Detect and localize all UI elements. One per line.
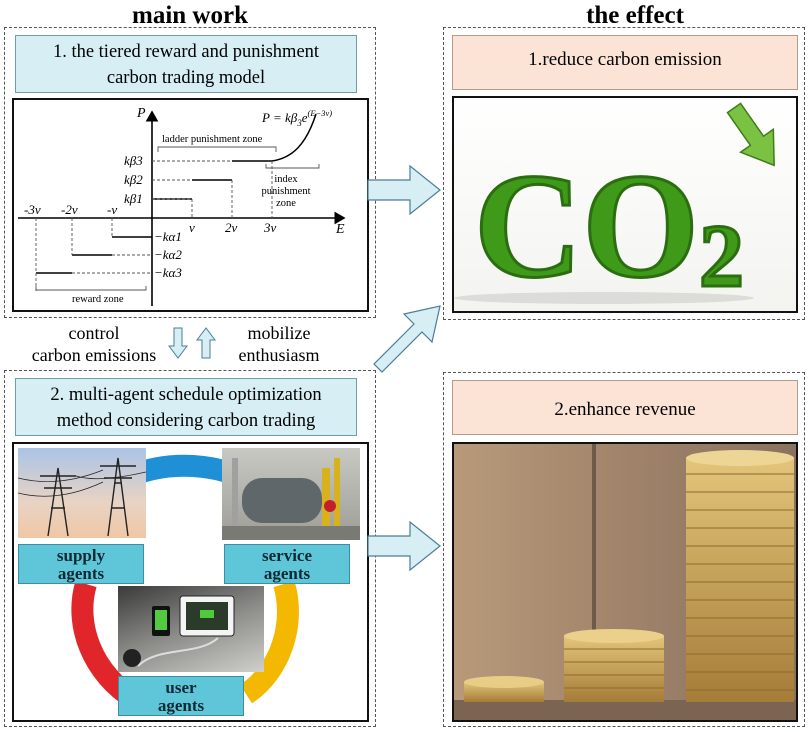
effect2-panel bbox=[443, 372, 805, 727]
model-title-box: 1. the tiered reward and punishment carb… bbox=[15, 35, 357, 93]
connector-arrow-lower bbox=[367, 520, 441, 572]
x-tick-neg-2v: -2v bbox=[61, 202, 78, 217]
index-zone-line3: zone bbox=[276, 198, 296, 209]
positive-guides bbox=[152, 160, 273, 218]
up-arrow-icon bbox=[196, 327, 216, 359]
diagonal-arrow-icon bbox=[373, 305, 441, 373]
co2-letters: CO2 bbox=[474, 143, 744, 309]
tiered-model-svg: P E ladder punishment zone bbox=[18, 106, 346, 306]
cycle-arc-yellow bbox=[239, 580, 299, 704]
reward-zone-bracket bbox=[35, 286, 147, 291]
effect1-panel bbox=[443, 27, 805, 320]
coins-image-frame bbox=[452, 442, 798, 722]
model-title-line2: carbon trading model bbox=[106, 68, 266, 88]
coin-stack-small bbox=[464, 676, 544, 702]
tiered-model-graph: P E ladder punishment zone bbox=[12, 98, 369, 312]
mobilize-enthusiasm-label: mobilize enthusiasm bbox=[238, 323, 320, 365]
reward-zone-label: reward zone bbox=[72, 294, 124, 305]
exp-curve bbox=[271, 113, 317, 162]
index-zone-bracket bbox=[265, 164, 320, 169]
down-arrow-icon bbox=[168, 327, 188, 359]
schedule-title-line1: 2. multi-agent schedule optimization bbox=[50, 385, 322, 405]
model-panel bbox=[4, 27, 376, 318]
x-tick-neg-3v: -3v bbox=[24, 202, 41, 217]
y-label-kbeta1: kβ1 bbox=[124, 191, 143, 206]
effect1-title: 1.reduce carbon emission bbox=[528, 49, 722, 70]
model-title-line1: 1. the tiered reward and punishment bbox=[52, 42, 320, 62]
connector-arrows-upper bbox=[367, 164, 441, 373]
y-label-kalpha3: −kα3 bbox=[154, 265, 182, 280]
schedule-title-line2: method considering carbon trading bbox=[56, 411, 316, 431]
y-label-kalpha1: −kα1 bbox=[154, 229, 182, 244]
transmission-tower-image bbox=[18, 448, 146, 538]
coin-stack-tall bbox=[686, 450, 794, 702]
x-tick-3v: 3v bbox=[263, 220, 277, 235]
co2-image-frame: CO2 bbox=[452, 96, 798, 313]
ladder-zone-bracket bbox=[157, 146, 277, 152]
feedback-arrows bbox=[168, 327, 216, 359]
device-charging-image bbox=[118, 586, 264, 672]
coin-stacks-icon bbox=[454, 444, 796, 720]
ladder-zone-label: ladder punishment zone bbox=[162, 134, 263, 145]
coin-stack-medium bbox=[564, 629, 664, 702]
x-tick-v: v bbox=[189, 220, 195, 235]
formula: P = kβ3e(E−3v) bbox=[261, 108, 332, 128]
x-tick-neg-v: -v bbox=[107, 202, 117, 217]
boiler-room-image bbox=[222, 448, 360, 540]
tablet-icon bbox=[123, 595, 235, 667]
effect2-title-box: 2.enhance revenue bbox=[452, 380, 798, 435]
effect2-title: 2.enhance revenue bbox=[554, 399, 696, 420]
main-work-heading: main work bbox=[132, 2, 248, 29]
tower-icon bbox=[18, 457, 146, 537]
e-axis-label: E bbox=[335, 222, 345, 237]
agents-diagram: supply agents service agents user age bbox=[12, 442, 369, 722]
x-tick-2v: 2v bbox=[225, 220, 238, 235]
effect-heading: the effect bbox=[586, 2, 684, 29]
index-zone-line1: index bbox=[274, 174, 298, 185]
control-emissions-label: control carbon emissions bbox=[31, 323, 157, 365]
y-label-kalpha2: −kα2 bbox=[154, 247, 182, 262]
right-arrow-icon bbox=[367, 520, 441, 572]
y-label-kbeta3: kβ3 bbox=[124, 153, 143, 168]
boiler-icon bbox=[222, 458, 360, 540]
user-agents-label: user agents bbox=[118, 676, 244, 716]
service-agents-label: service agents bbox=[224, 544, 350, 584]
y-label-kbeta2: kβ2 bbox=[124, 172, 143, 187]
right-arrow-icon bbox=[367, 164, 441, 216]
index-zone-line2: punishment bbox=[262, 186, 311, 197]
schedule-title-box: 2. multi-agent schedule optimization met… bbox=[15, 378, 357, 436]
down-arrow-green-icon bbox=[726, 102, 775, 167]
p-axis-label: P bbox=[136, 106, 146, 121]
supply-agents-label: supply agents bbox=[18, 544, 144, 584]
co2-grass-icon: CO2 bbox=[454, 98, 796, 311]
effect1-title-box: 1.reduce carbon emission bbox=[452, 35, 798, 90]
negative-guides bbox=[35, 218, 152, 292]
